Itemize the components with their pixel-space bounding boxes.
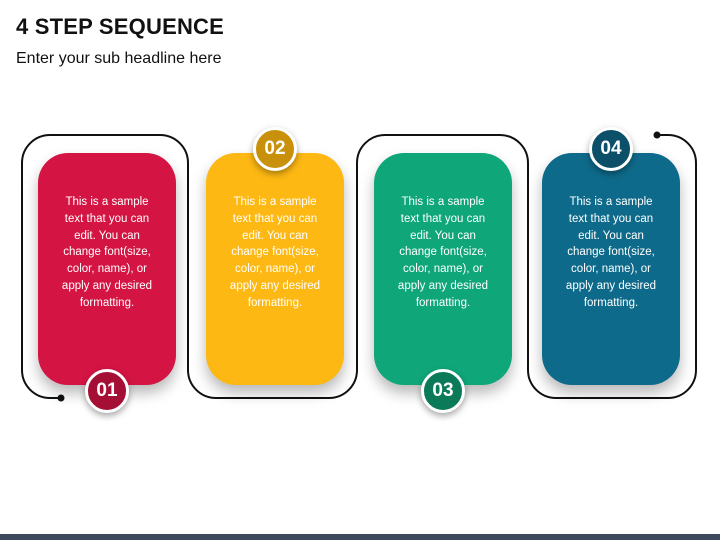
step-card-3: This is a sample text that you can edit.… — [374, 153, 512, 385]
step-1-text: This is a sample text that you can edit.… — [61, 196, 153, 309]
step-4-badge: 04 — [589, 127, 633, 171]
step-2-badge: 02 — [253, 127, 297, 171]
step-card-2: This is a sample text that you can edit.… — [206, 153, 344, 385]
step-2-text: This is a sample text that you can edit.… — [229, 196, 321, 309]
step-card-4: This is a sample text that you can edit.… — [542, 153, 680, 385]
footer-bar — [0, 534, 720, 540]
step-3-badge: 03 — [421, 369, 465, 413]
page-subtitle: Enter your sub headline here — [16, 50, 222, 67]
step-4-text: This is a sample text that you can edit.… — [565, 196, 657, 309]
step-card-1: This is a sample text that you can edit.… — [38, 153, 176, 385]
step-1-badge: 01 — [85, 369, 129, 413]
step-3-text: This is a sample text that you can edit.… — [397, 196, 489, 309]
connector-start-dot — [57, 394, 65, 402]
connector-end-dot — [653, 131, 661, 139]
page-title: 4 STEP SEQUENCE — [16, 14, 224, 39]
